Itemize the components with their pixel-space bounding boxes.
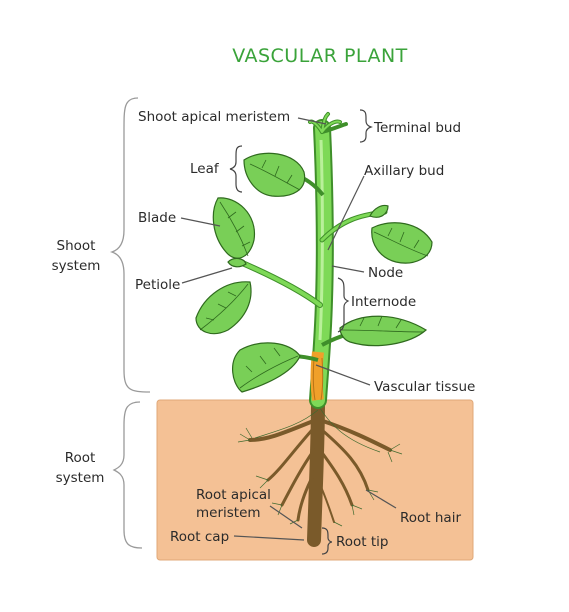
diagram-title: VASCULAR PLANT	[232, 45, 408, 67]
leaf-brace	[229, 145, 243, 193]
label-internode: Internode	[351, 294, 416, 310]
shoot-system-label-line1: Shoot	[57, 238, 96, 254]
leaf-bottom-left	[232, 342, 301, 393]
petiole-bud-small	[227, 257, 247, 268]
root-tip-brace	[321, 527, 333, 555]
internode-brace	[337, 277, 350, 333]
terminal-bud-brace	[359, 109, 373, 143]
label-root-cap: Root cap	[170, 529, 229, 545]
label-root-tip: Root tip	[336, 534, 389, 550]
label-petiole: Petiole	[135, 277, 180, 293]
root-system-label-line2: system	[56, 470, 105, 486]
root-system-brace	[112, 401, 143, 549]
leaf-lower-left	[195, 281, 252, 335]
label-leaf: Leaf	[190, 161, 220, 177]
leaf-right-upper	[371, 222, 433, 264]
terminal-bud	[308, 112, 348, 134]
shoot-system-brace	[109, 97, 151, 393]
shoot-system-label-line2: system	[52, 258, 101, 274]
label-axillary-bud: Axillary bud	[364, 163, 444, 179]
leaf-top	[243, 152, 306, 197]
label-root-hair: Root hair	[400, 510, 461, 526]
root-system-label-line1: Root	[65, 450, 96, 466]
label-node: Node	[368, 265, 403, 281]
label-blade: Blade	[138, 210, 176, 226]
label-shoot-apical-meristem: Shoot apical meristem	[138, 109, 290, 125]
stem	[309, 119, 334, 409]
label-root-apical-meristem-line2: meristem	[196, 505, 261, 521]
label-terminal-bud: Terminal bud	[373, 120, 461, 136]
label-vascular-tissue: Vascular tissue	[374, 379, 475, 395]
leader-lines	[180, 117, 397, 541]
axillary-bud-small	[369, 204, 389, 218]
leaves	[195, 152, 433, 393]
root-network	[237, 393, 403, 547]
label-root-apical-meristem-line1: Root apical	[196, 487, 271, 503]
leaf-blade	[212, 197, 256, 259]
